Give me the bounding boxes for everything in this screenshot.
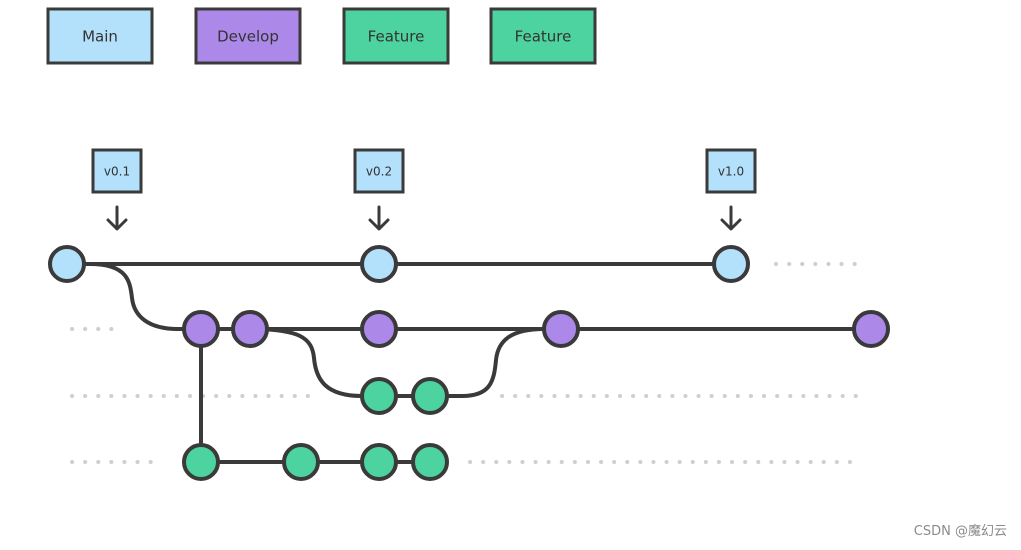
legend-feature-label-2: Feature [515,28,572,46]
legend-main-label: Main [82,28,118,46]
commit-develop-5 [852,310,890,348]
legend-develop-label: Develop [217,28,279,46]
dotted-continuations [70,262,860,464]
tag-v10-box [705,148,757,194]
legend-feature-box-2 [489,7,597,65]
commit-feature-a-1 [360,377,398,415]
tags: v0.1 v0.2 v1.0 [91,148,757,231]
tag-v01-box [91,148,143,194]
commit-develop-1 [182,310,220,348]
legend-develop-box [194,7,302,65]
tag-v01-arrow-icon [106,205,128,231]
commit-develop-2 [231,310,269,348]
tag-v02-box [353,148,405,194]
commit-develop-4 [542,310,580,348]
legend-feature-box [342,7,450,65]
branch-lines [65,262,873,464]
tag-v02-arrow-icon [368,205,390,231]
legend: Main Develop Feature Feature [46,7,597,65]
commit-main-1 [48,245,86,283]
commit-feature-b-4 [411,443,449,481]
commits [48,245,890,481]
develop-to-feature-a-curve [248,327,364,398]
tag-v01-label: v0.1 [104,165,130,179]
commit-main-2 [360,245,398,283]
tag-v02-label: v0.2 [366,165,392,179]
commit-feature-b-1 [182,443,220,481]
commit-feature-a-2 [411,377,449,415]
feature-a-merge-curve [460,327,546,398]
legend-feature-label: Feature [368,28,425,46]
commit-feature-b-3 [360,443,398,481]
tag-v10-arrow-icon [720,205,742,231]
main-to-develop-curve [88,262,180,331]
watermark: CSDN @魔幻云 [913,524,1007,539]
legend-main-box [46,7,154,65]
commit-main-3 [712,245,750,283]
commit-feature-b-2 [282,443,320,481]
tag-v10-label: v1.0 [718,165,744,179]
commit-develop-3 [360,310,398,348]
